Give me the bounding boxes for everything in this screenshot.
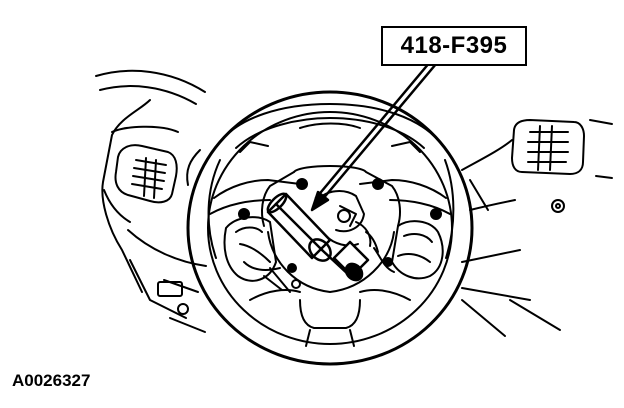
steering-wheel-hub <box>209 165 451 347</box>
right-air-vent-icon <box>511 119 585 175</box>
right-lower-panel <box>589 119 613 179</box>
callout-leader-arrow <box>310 60 438 212</box>
figure-id-label: A0026327 <box>12 371 91 390</box>
left-air-vent-icon <box>114 144 178 204</box>
left-dash-switch-icon <box>157 281 189 315</box>
instrument-cluster-outline <box>221 103 439 153</box>
special-tool-418-f395-icon <box>266 192 370 282</box>
steering-wheel-rim <box>186 90 474 366</box>
dashboard-outline <box>95 69 561 337</box>
tool-callout-label: 418-F395 <box>381 26 527 66</box>
left-spoke-wiring <box>223 208 301 293</box>
right-dash-knob-icon <box>551 199 565 213</box>
